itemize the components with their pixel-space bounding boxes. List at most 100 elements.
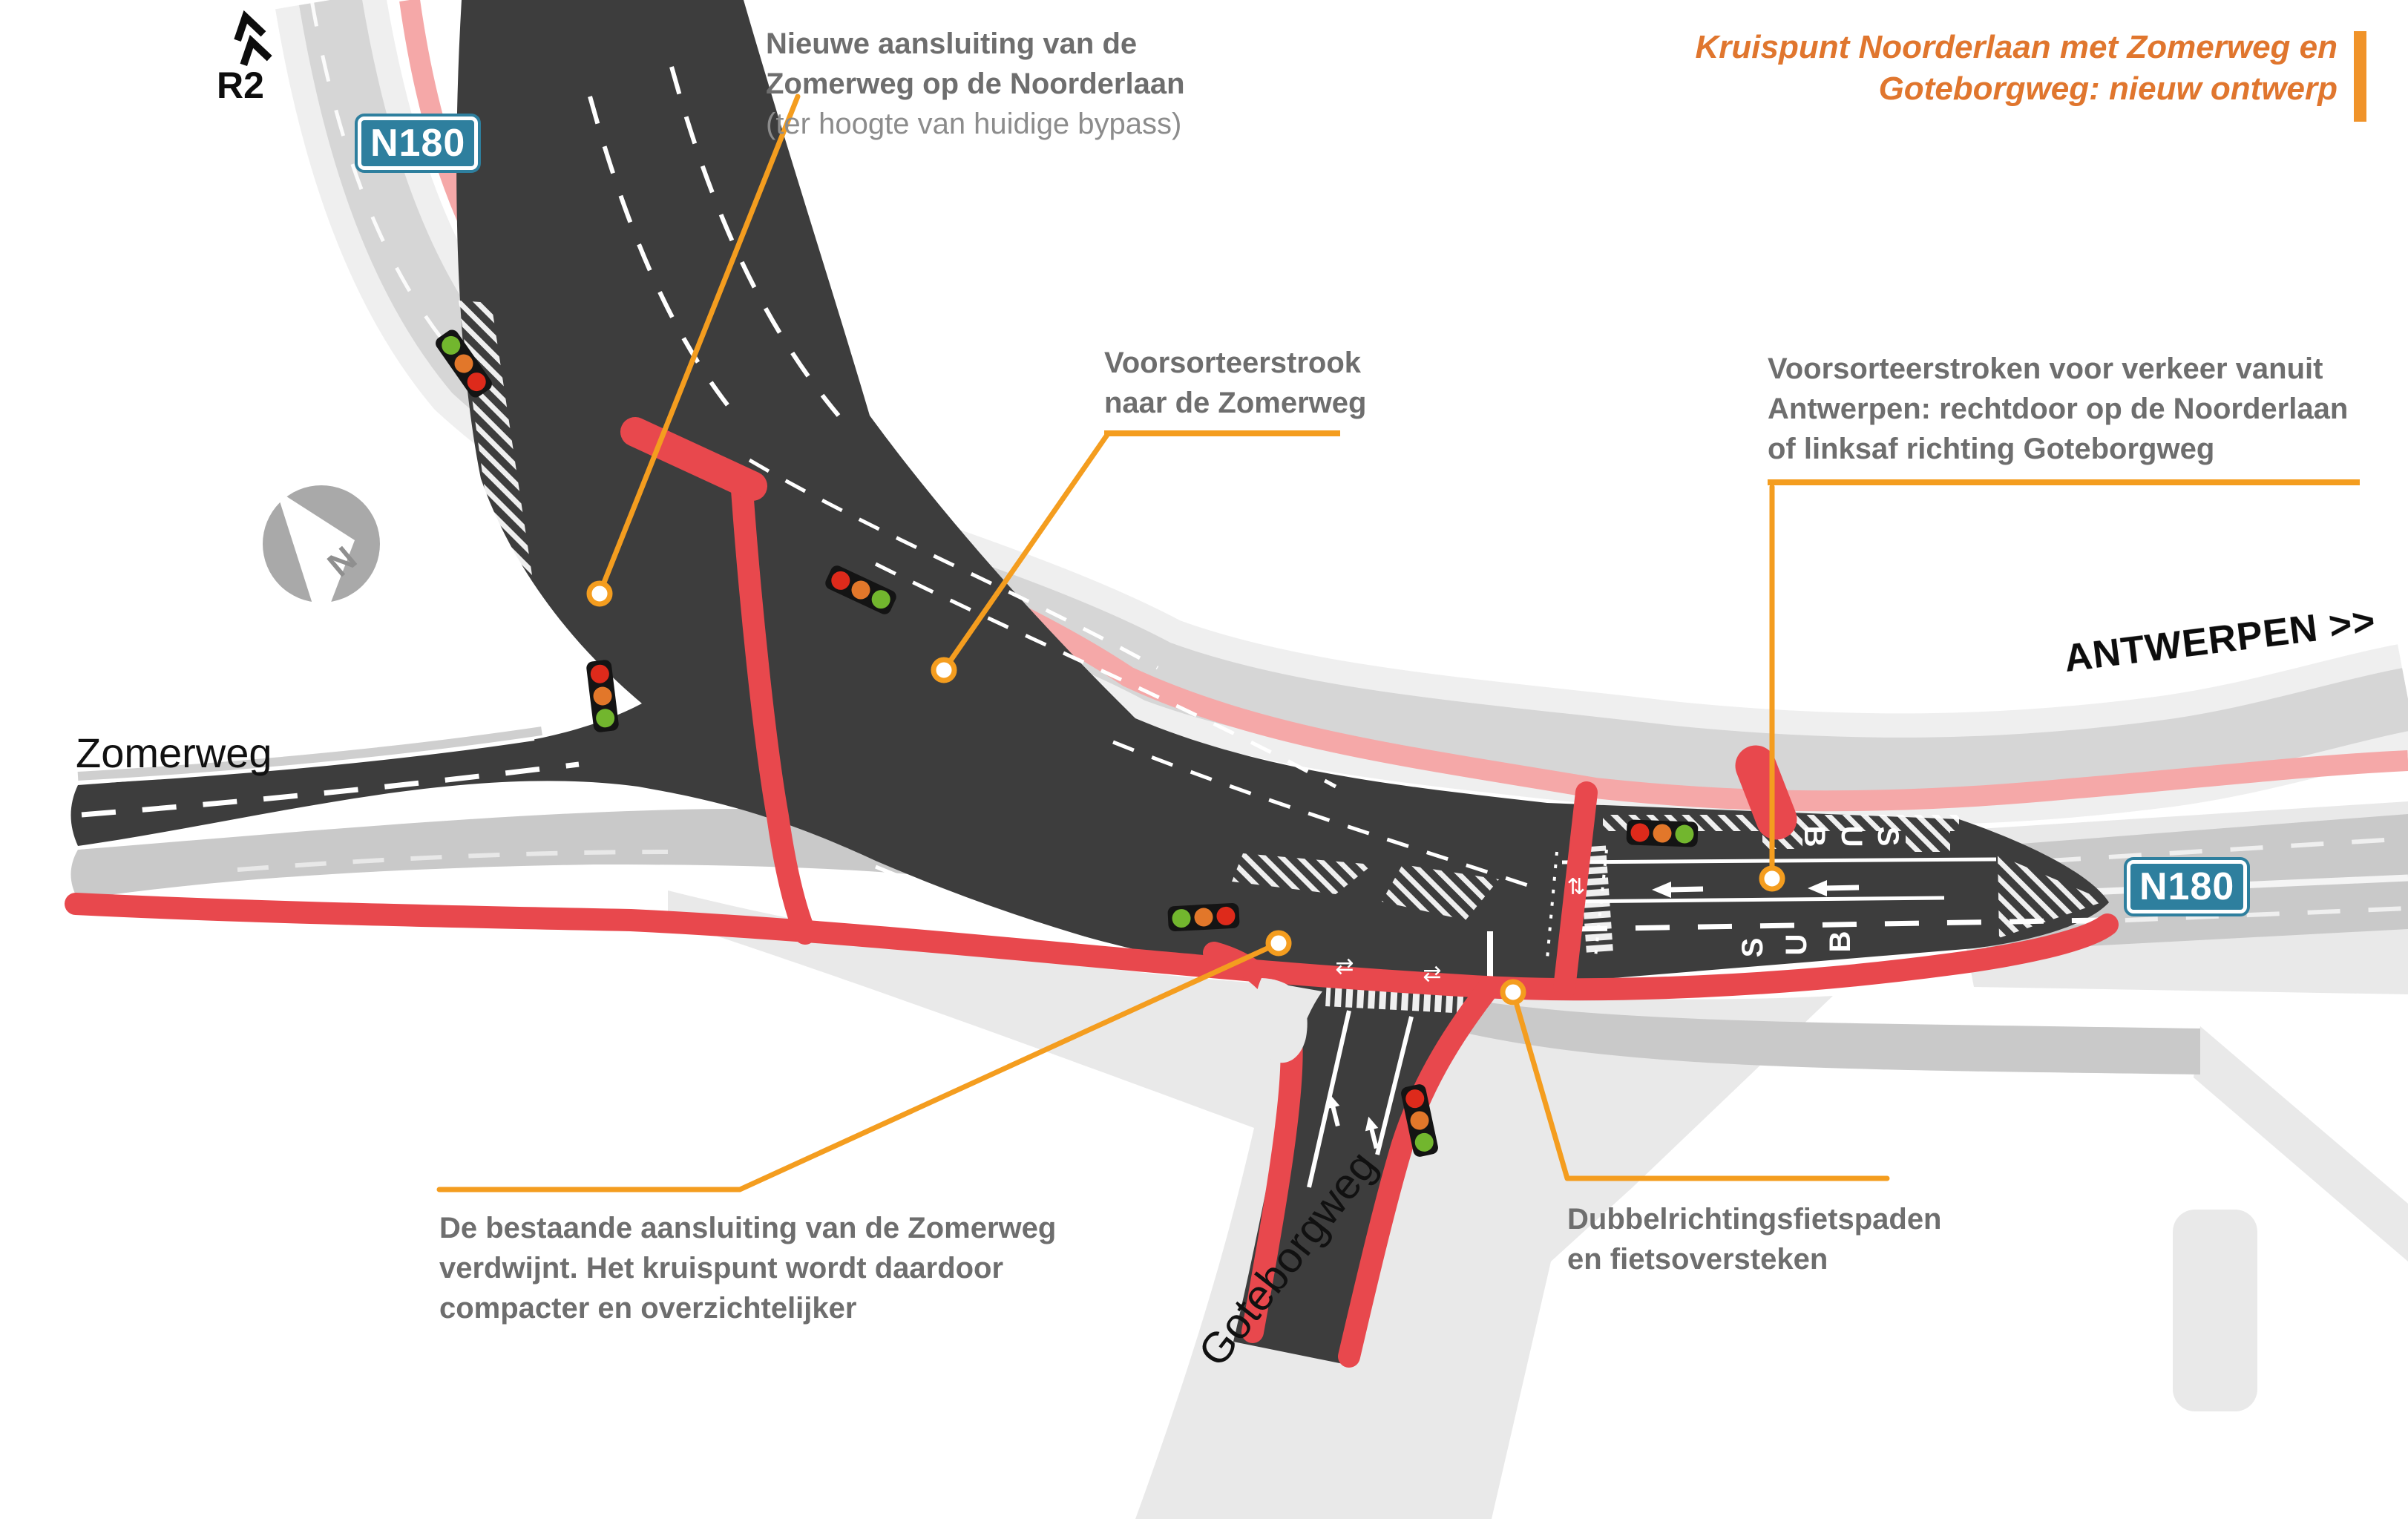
- green-light: [1414, 1132, 1434, 1152]
- bus-lane-text: B U S S U B: [1736, 826, 1904, 958]
- red-light: [590, 664, 609, 683]
- orange-light: [851, 580, 870, 600]
- green-light: [1172, 909, 1191, 928]
- annotation-line: Nieuwe aansluiting van de: [766, 27, 1138, 60]
- hatch-junction-b: [1382, 865, 1499, 920]
- junction-dash-2: [874, 562, 1337, 789]
- bike-dotted-a: [1594, 849, 1608, 958]
- annotation-line: Voorsorteerstrook: [1104, 347, 1362, 379]
- annotation-nieuwe-aansluiting: Nieuwe aansluiting van de Zomerweg op de…: [766, 24, 1185, 144]
- annotation-line: en fietsoversteken: [1567, 1243, 1828, 1276]
- annotation-line: Dubbelrichtingsfietspaden: [1567, 1203, 1942, 1236]
- cycle-crossing-arrows: ⇄ ⇄ ⇅: [1335, 874, 1585, 987]
- road-label-r2: R2: [217, 65, 264, 106]
- traffic-lights-layer: [436, 329, 1699, 1157]
- zomerweg-edge-bottom: [77, 794, 654, 850]
- hatch-road-tip: [1998, 855, 2106, 938]
- annotation-line: Zomerweg op de Noorderlaan: [766, 68, 1185, 100]
- bus-letter: S: [1736, 938, 1769, 958]
- annotation-voorsorteerstrook: Voorsorteerstrook naar de Zomerweg: [1104, 343, 1366, 423]
- bottom-right-stub: [2173, 1210, 2257, 1411]
- zomerweg-shoulder: [77, 726, 542, 781]
- traffic-light-icon: [436, 329, 492, 398]
- main-road-dark: [70, 0, 2109, 1364]
- east-center-dash: [1572, 917, 2101, 932]
- annotation-fietspaden: Dubbelrichtingsfietspaden en fietsoverst…: [1567, 1199, 1942, 1279]
- traffic-light-icon: [1626, 819, 1699, 847]
- callout-dot: [1265, 930, 1292, 957]
- callout-dot: [1759, 865, 1785, 892]
- traffic-light-icon: [586, 660, 619, 732]
- annotation-line: verdwijnt. Het kruispunt wordt daardoor: [439, 1252, 1004, 1285]
- n180-badge-left: N180: [355, 114, 482, 173]
- callout-dot: [586, 580, 613, 607]
- orange-light: [1653, 824, 1672, 843]
- goteborg-lane-line-b: [1375, 1016, 1414, 1155]
- title-line-1: Kruispunt Noorderlaan met Zomerweg en: [1695, 29, 2338, 65]
- cycle-island: [1255, 978, 1308, 1063]
- ramp-dash-2: [669, 66, 841, 417]
- n180-badge-right: N180: [2124, 857, 2251, 916]
- red-light: [467, 373, 486, 392]
- title-accent-bar: [2354, 31, 2366, 122]
- zomerweg-center-dash: [81, 761, 580, 818]
- hatch-bus-b: [1906, 818, 1950, 852]
- bus-letter: B: [1824, 931, 1857, 953]
- annotation-line: compacter en overzichtelijker: [439, 1292, 857, 1325]
- callout-line-fietspaden: [1510, 989, 1890, 1181]
- compass-icon: N: [263, 485, 380, 629]
- cycle-crossing-pink-junction: [620, 417, 767, 501]
- road-markings: [77, 66, 2101, 1188]
- goteborg-arrow-1: [1326, 1094, 1340, 1127]
- green-light: [871, 590, 890, 609]
- callout-line-voorsorteerstrook: [941, 432, 1110, 673]
- crossing-arrow-icon: ⇄: [1335, 954, 1354, 980]
- green-light: [596, 709, 615, 728]
- east-lane-line-mid: [1565, 896, 1945, 904]
- cycle-crossing-east: [1553, 781, 1598, 1000]
- road-label-zomerweg: Zomerweg: [76, 729, 272, 776]
- annotation-underline: [1104, 430, 1340, 436]
- red-light: [1630, 823, 1650, 842]
- bottom-right-apron: [2194, 1026, 2408, 1262]
- annotation-underline: [1768, 479, 2360, 485]
- zomerweg-edge-top: [77, 738, 535, 784]
- annotation-line: Voorsorteerstroken voor verkeer vanuit: [1768, 352, 2323, 385]
- bus-letter: U: [1835, 826, 1868, 847]
- orange-light: [1410, 1111, 1429, 1130]
- page-title: Kruispunt Noorderlaan met Zomerweg en Go…: [1595, 27, 2338, 110]
- annotation-line: De bestaande aansluiting van de Zomerweg: [439, 1212, 1057, 1244]
- callout-line-nieuwe: [597, 93, 801, 597]
- red-light: [1216, 906, 1236, 925]
- annotation-line: Antwerpen: rechtdoor op de Noorderlaan: [1768, 393, 2349, 425]
- green-light: [1675, 824, 1694, 844]
- badge-text: N180: [2127, 860, 2248, 913]
- annotation-line: (ter hoogte van huidige bypass): [766, 108, 1182, 140]
- old-road-east: [1362, 985, 2200, 1075]
- goteborg-apron: [668, 890, 1833, 1519]
- turn-arrow-east-2: [1808, 880, 1860, 896]
- junction-dash-1: [748, 458, 1159, 670]
- cycle-goteborg-right: [1338, 979, 1498, 1368]
- junction-dash-3: [1112, 740, 1544, 893]
- hatch-junction-a: [1232, 853, 1373, 894]
- traffic-light-icon: [1401, 1084, 1438, 1157]
- orange-light: [1194, 908, 1213, 927]
- annotation-voorsorteerstroken: Voorsorteerstroken voor verkeer vanuit A…: [1768, 349, 2348, 469]
- callout-dot: [1500, 979, 1526, 1005]
- badge-text: N180: [358, 117, 479, 170]
- old-road-west-dash: [237, 850, 669, 872]
- orange-light: [593, 686, 612, 706]
- traffic-light-icon: [825, 565, 896, 614]
- ramp-dash-1: [588, 96, 744, 424]
- callout-layer: [436, 93, 1890, 1192]
- annotation-bestaande-aansluiting: De bestaande aansluiting van de Zomerweg…: [439, 1208, 1056, 1328]
- bus-letter: B: [1798, 826, 1831, 847]
- orange-light: [454, 354, 473, 373]
- annotation-line: of linksaf richting Goteborgweg: [1768, 433, 2215, 465]
- goteborg-arrow-2: [1365, 1116, 1379, 1149]
- red-light: [1405, 1089, 1425, 1109]
- annotation-line: naar de Zomerweg: [1104, 387, 1367, 419]
- callout-dot: [931, 657, 957, 683]
